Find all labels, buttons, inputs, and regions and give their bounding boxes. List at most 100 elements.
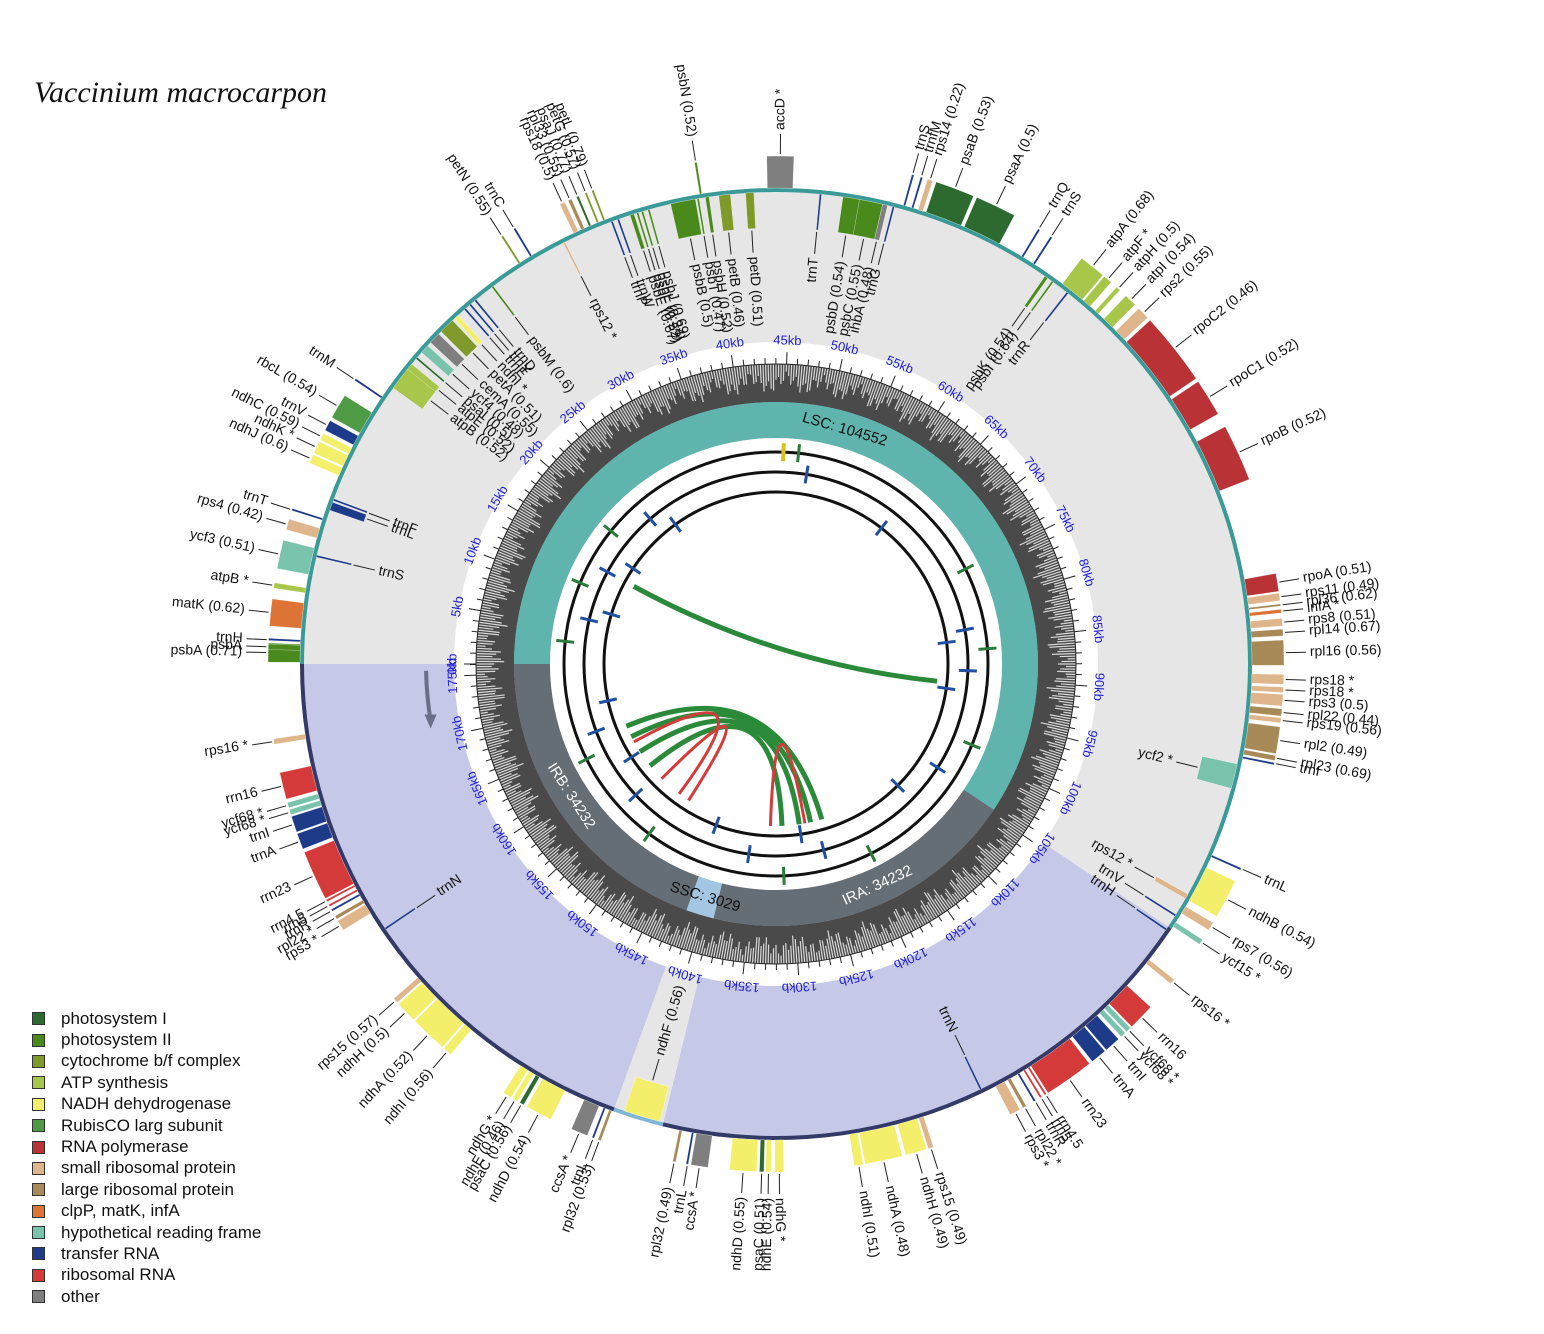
gene-label: rbcL (0.54) <box>254 351 320 399</box>
gene-block <box>407 363 440 392</box>
repeat-marker <box>937 639 956 646</box>
gene-block <box>1154 876 1189 899</box>
tick-mark <box>1074 629 1087 633</box>
gene-label: ccsA * <box>680 1190 702 1231</box>
tick-mark <box>980 883 986 889</box>
gene-label-leader <box>931 1149 939 1169</box>
tick-mark <box>890 375 896 387</box>
legend-item: clpP, matK, infA <box>32 1201 261 1222</box>
repeat-marker <box>556 638 575 644</box>
gene-block <box>1103 295 1136 328</box>
tick-mark <box>507 807 514 812</box>
tick-mark <box>648 385 652 392</box>
tick-mark <box>909 390 914 396</box>
gene-label-leader <box>498 329 514 347</box>
gene-label-leader <box>954 1034 966 1056</box>
legend-label: other <box>61 1286 100 1306</box>
tick-mark <box>1071 608 1078 612</box>
legend-label: transfer RNA <box>61 1243 160 1263</box>
legend-label: photosystem I <box>61 1008 167 1028</box>
repeat-marker <box>803 465 810 484</box>
gene-block <box>874 204 888 241</box>
tick-mark <box>530 843 537 849</box>
tick-mark <box>963 425 969 431</box>
gene-block <box>705 196 715 234</box>
tick-mark <box>676 367 682 380</box>
region-ssc <box>686 876 723 919</box>
gene-block <box>759 1139 765 1173</box>
gene-block <box>415 357 445 383</box>
gene-label-leader <box>1285 679 1306 681</box>
gene-label-leader <box>1284 630 1306 633</box>
region-lsc <box>514 402 1038 810</box>
tick-mark <box>567 439 572 445</box>
gene-block <box>559 201 579 234</box>
tick-mark <box>629 927 634 934</box>
gene-label-leader <box>1282 601 1303 606</box>
gene-label-leader <box>669 1163 675 1184</box>
repeat-link <box>625 705 825 821</box>
gene-label-leader <box>1284 699 1305 703</box>
gene-label-leader <box>307 414 326 425</box>
repeat-link-red <box>768 742 807 826</box>
repeat-marker <box>643 511 658 527</box>
gene-label-leader <box>318 394 337 406</box>
gene-label: rrn16 <box>224 783 260 806</box>
repeat-marker <box>937 685 956 692</box>
repeat-link <box>632 584 938 684</box>
gene-label-leader <box>1144 297 1160 312</box>
tick-mark <box>619 921 624 928</box>
tick-mark <box>688 951 693 964</box>
gene-label-leader <box>1212 927 1231 939</box>
tick-mark <box>880 377 884 384</box>
tick-mark <box>473 619 480 622</box>
tick-mark <box>625 389 633 401</box>
gene-label-leader <box>1035 1102 1047 1121</box>
tick-mark <box>964 897 969 903</box>
gene-block <box>324 420 359 446</box>
gene-label: rpoB (0.52) <box>1258 404 1328 448</box>
tick-mark <box>1033 507 1040 512</box>
tick-label: 90kb <box>1091 672 1108 701</box>
legend-swatch <box>32 1268 45 1282</box>
tick-mark <box>710 364 713 371</box>
gene-label-leader <box>568 175 578 195</box>
legend-swatch <box>32 1226 45 1240</box>
legend-label: clpP, matK, infA <box>61 1201 180 1221</box>
gene-label-leader <box>1283 608 1304 612</box>
gene-label: rps18 * <box>1310 671 1355 688</box>
repeat-marker <box>929 761 947 774</box>
gene-block <box>576 195 592 227</box>
gene-label-leader <box>1017 312 1031 331</box>
gene-label-leader <box>510 1105 522 1124</box>
legend-label: hypothetical reading frame <box>61 1222 262 1242</box>
gene-block <box>1196 756 1238 789</box>
tick-mark <box>497 536 504 540</box>
gene-block <box>291 508 324 521</box>
repeat-marker <box>577 753 596 765</box>
gene-block <box>421 345 455 377</box>
gene-label-leader <box>266 805 287 812</box>
gene-block <box>1171 381 1219 430</box>
gene-label-leader <box>760 1173 763 1194</box>
gene-label-leader <box>570 1134 579 1153</box>
legend-item: RNA polymerase <box>32 1136 261 1157</box>
gene-block <box>319 433 353 455</box>
repeat-marker <box>955 626 975 633</box>
gene-block <box>672 1129 683 1163</box>
repeat-marker <box>963 740 981 750</box>
tick-mark <box>987 447 993 453</box>
gene-block <box>597 1109 613 1142</box>
gene-label-leader <box>1134 866 1154 879</box>
gene-label-leader <box>1129 1030 1145 1047</box>
gene-label-leader <box>648 248 656 271</box>
gene-block <box>859 1124 903 1165</box>
gene-label: matK (0.62) <box>171 593 245 616</box>
gene-block <box>1126 320 1197 397</box>
gene-label-leader <box>1039 210 1051 228</box>
gene-label: rps16 * <box>1189 991 1234 1032</box>
tick-mark <box>474 717 481 720</box>
legend-item: photosystem II <box>32 1029 261 1050</box>
repeat-marker <box>874 520 889 537</box>
gene-label-leader <box>814 231 818 254</box>
